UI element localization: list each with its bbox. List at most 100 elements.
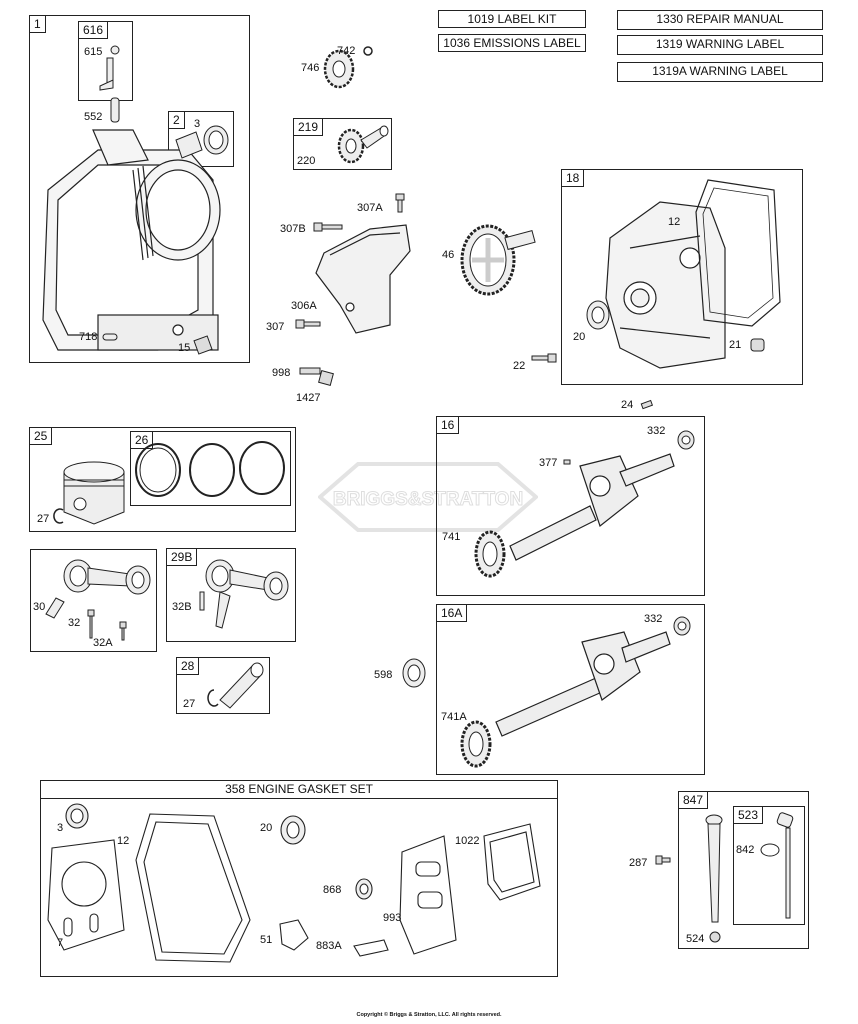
group-tag: 1 xyxy=(30,16,46,33)
part-label-20: 20 xyxy=(573,331,586,343)
part-label-287: 287 xyxy=(629,857,648,869)
governor-gear-drawing[interactable] xyxy=(333,122,391,166)
group-dipstick-523[interactable]: 523 xyxy=(733,806,805,925)
screw-307b-drawing[interactable] xyxy=(312,219,344,235)
label-kit-box[interactable]: 1019 LABEL KIT xyxy=(438,10,586,28)
group-tag: 847 xyxy=(679,792,709,809)
group-rings-26[interactable]: 26 xyxy=(130,431,291,506)
crankcase-cover-drawing[interactable] xyxy=(600,188,740,373)
part-label-3: 3 xyxy=(194,118,201,130)
washer-598-drawing[interactable] xyxy=(400,656,428,690)
part-label-1022: 1022 xyxy=(455,835,480,847)
repair-manual-box[interactable]: 1330 REPAIR MANUAL xyxy=(617,10,823,30)
group-cylinder[interactable]: 1 xyxy=(29,15,250,363)
gasket-12-drawing[interactable] xyxy=(688,172,788,332)
plug-21-drawing[interactable] xyxy=(748,336,768,354)
cylinder-block-drawing[interactable] xyxy=(38,120,248,360)
part-label-998: 998 xyxy=(272,367,291,379)
part-label-27b: 27 xyxy=(183,698,196,710)
gasket-set-drawing[interactable] xyxy=(44,800,556,974)
brand-watermark: BRIGGS&STRATTON xyxy=(318,462,538,532)
group-tag: 29B xyxy=(167,549,198,566)
group-tag: 26 xyxy=(131,432,154,449)
crankshaft-drawing[interactable] xyxy=(474,430,695,586)
part-label-1427: 1427 xyxy=(296,392,321,404)
wrist-pin-drawing[interactable] xyxy=(198,656,270,710)
screw-307a-drawing[interactable] xyxy=(394,192,406,214)
group-wrist-pin-28[interactable]: 28 xyxy=(176,657,270,714)
screw-287-drawing[interactable] xyxy=(654,853,672,867)
clip-27-drawing[interactable] xyxy=(53,508,67,524)
copyright-notice: Copyright © Briggs & Stratton, LLC. All … xyxy=(356,1012,502,1018)
connecting-rod-29b-drawing[interactable] xyxy=(196,556,291,632)
bolts-32-drawing[interactable] xyxy=(86,608,130,642)
part-label-30: 30 xyxy=(33,601,46,613)
part-label-332b: 332 xyxy=(644,613,663,625)
group-governor-219[interactable]: 219 xyxy=(293,118,392,170)
seal-20-drawing[interactable] xyxy=(584,298,612,332)
group-connecting-rod-29b[interactable]: 29B xyxy=(166,548,296,642)
group-dipstick-tube-847[interactable]: 847 xyxy=(678,791,809,949)
part-label-32b: 32B xyxy=(172,601,192,613)
piston-drawing[interactable] xyxy=(58,458,130,528)
group-engine-gasket-set[interactable]: 358 ENGINE GASKET SET xyxy=(40,780,558,977)
part-label-12: 12 xyxy=(668,216,681,228)
part-label-307b: 307B xyxy=(280,223,306,235)
group-piston-25[interactable]: 25 xyxy=(29,427,296,532)
part-label-32a: 32A xyxy=(93,637,113,649)
crankshaft-16a-drawing[interactable] xyxy=(456,612,696,770)
part-label-7: 7 xyxy=(57,937,64,949)
key-24-drawing[interactable] xyxy=(640,399,654,410)
plug-15-drawing[interactable] xyxy=(193,335,213,355)
grommet-524-drawing[interactable] xyxy=(708,930,722,944)
gear-746-drawing[interactable] xyxy=(322,48,356,90)
part-label-20b: 20 xyxy=(260,822,273,834)
washer-742-drawing[interactable] xyxy=(362,45,374,57)
part-label-377: 377 xyxy=(539,457,558,469)
piston-rings-drawing[interactable] xyxy=(134,438,286,500)
emissions-label-box[interactable]: 1036 EMISSIONS LABEL xyxy=(438,34,586,52)
part-label-552: 552 xyxy=(84,111,103,123)
group-tag: 28 xyxy=(177,658,200,675)
breather-valve-drawing[interactable] xyxy=(95,42,125,92)
group-tag: 16A xyxy=(437,605,468,622)
part-label-32: 32 xyxy=(68,617,81,629)
part-label-306a: 306A xyxy=(291,300,317,312)
warning-label-box[interactable]: 1319 WARNING LABEL xyxy=(617,35,823,55)
group-crankcase-cover-18[interactable]: 18 xyxy=(561,169,803,385)
part-label-220: 220 xyxy=(297,155,316,167)
screw-307-drawing[interactable] xyxy=(294,318,322,330)
part-label-46: 46 xyxy=(442,249,455,261)
group-breather-616[interactable]: 616 xyxy=(78,21,133,101)
pin-718-drawing[interactable] xyxy=(102,332,118,342)
part-label-741a: 741A xyxy=(441,711,467,723)
stud-998-drawing[interactable] xyxy=(298,364,340,394)
part-label-27: 27 xyxy=(37,513,50,525)
group-crankshaft-16[interactable]: 16 xyxy=(436,416,705,596)
part-label-746: 746 xyxy=(301,62,320,74)
part-label-993: 993 xyxy=(383,912,402,924)
screw-22-drawing[interactable] xyxy=(530,352,558,366)
part-label-24: 24 xyxy=(621,399,634,411)
gasket-set-title: 358 ENGINE GASKET SET xyxy=(41,781,557,799)
group-tag: 219 xyxy=(294,119,324,136)
dipstick-drawing[interactable] xyxy=(760,812,800,922)
part-label-615: 615 xyxy=(84,46,103,58)
part-label-741: 741 xyxy=(442,531,461,543)
part-label-15: 15 xyxy=(178,342,191,354)
connecting-rod-drawing[interactable] xyxy=(60,552,155,602)
group-crankshaft-16a[interactable]: 16A xyxy=(436,604,705,775)
dipper-30-drawing[interactable] xyxy=(40,592,68,620)
part-label-883a: 883A xyxy=(316,940,342,952)
part-label-3b: 3 xyxy=(57,822,64,834)
part-label-307: 307 xyxy=(266,321,285,333)
dipstick-tube-drawing[interactable] xyxy=(700,812,730,932)
part-label-12b: 12 xyxy=(117,835,130,847)
shroud-drawing[interactable] xyxy=(310,215,418,335)
warning-label-a-box[interactable]: 1319A WARNING LABEL xyxy=(617,62,823,82)
group-connecting-rod[interactable] xyxy=(30,549,157,652)
dowel-pin-552-drawing[interactable] xyxy=(108,96,122,124)
camshaft-drawing[interactable] xyxy=(458,222,544,296)
part-label-868: 868 xyxy=(323,884,342,896)
bushing-drawing[interactable] xyxy=(172,118,232,164)
